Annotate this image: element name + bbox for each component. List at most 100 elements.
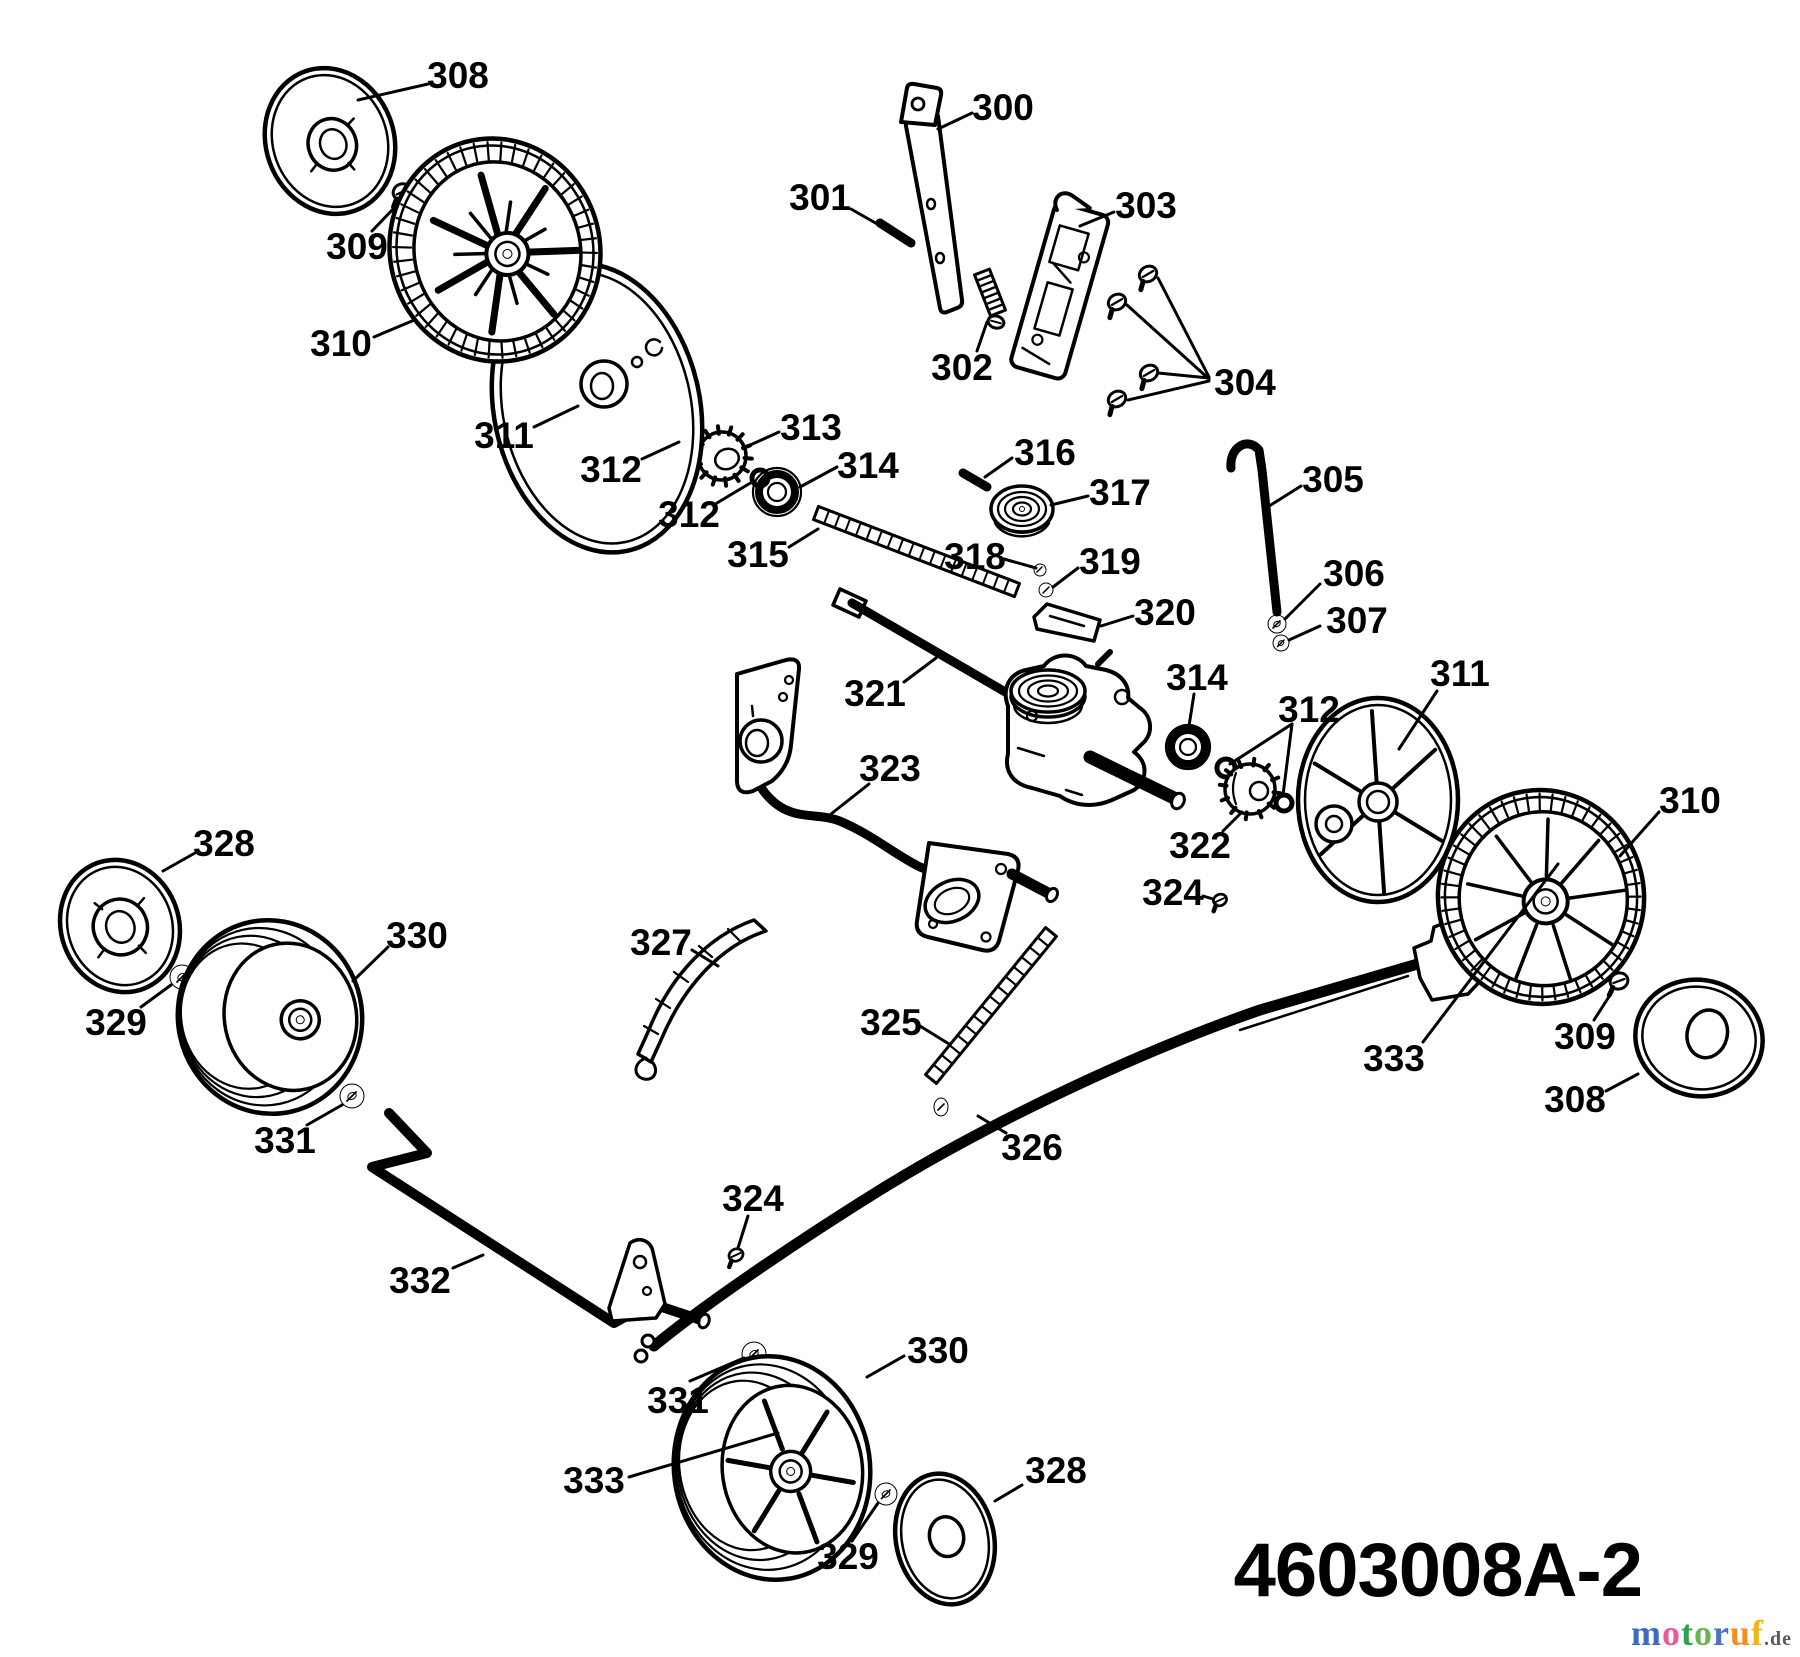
gear-322 [1217,756,1283,822]
rod-stud [933,1097,949,1117]
callout-315: 315 [727,534,789,575]
spoke-disc-311-right [1295,695,1461,905]
leader-line [1126,379,1211,402]
leader-line [1201,894,1215,901]
z-bar-332 [367,1108,711,1330]
callout-318: 318 [944,536,1006,577]
leader-line [850,1501,880,1543]
clip-320 [1032,602,1102,643]
leader-line [975,320,989,353]
callout-329: 329 [85,1002,147,1043]
callout-314: 314 [837,445,899,486]
screw-324-bottom [727,1247,745,1270]
callout-319: 319 [1079,541,1141,582]
ribbed-rod-325 [924,926,1058,1085]
leader-line [746,430,781,448]
nut-306 [1267,614,1287,634]
callout-331: 331 [647,1380,709,1421]
watermark-letter: u [1729,1613,1751,1653]
wheel-330-left [175,917,365,1117]
callout-302: 302 [931,347,993,388]
screw-324-right [1211,892,1228,914]
callout-323: 323 [859,748,921,789]
leader-line [356,82,430,102]
leader-line [1228,722,1294,766]
wheel-310-right [1435,787,1647,1007]
leader-line [1283,582,1322,621]
watermark-letter: o [1693,1613,1713,1653]
watermark-letter: t [1680,1613,1694,1653]
watermark-wordmark: motoruf [1631,1613,1764,1653]
callout-312: 312 [580,449,642,490]
leader-line [1287,624,1322,642]
wheel-310-top-left [387,136,603,364]
leader-line [1099,614,1135,628]
callout-333: 333 [563,1460,625,1501]
leader-line [976,1114,1008,1135]
leader-line [1281,722,1294,797]
screw-304-2 [1137,264,1159,293]
leader-line [787,527,820,549]
watermark-letter: r [1712,1613,1730,1653]
leader-line [1078,210,1116,228]
leader-line [1264,484,1303,510]
callout-332: 332 [389,1260,451,1301]
watermark-letter: m [1630,1613,1662,1653]
callout-304: 304 [1214,362,1276,403]
callout-322: 322 [1169,825,1231,866]
leader-line [936,111,974,131]
callout-330: 330 [907,1330,969,1371]
leader-line [1421,862,1560,1044]
callout-333: 333 [1363,1038,1425,1079]
bearing-314-right [1164,723,1212,771]
leader-line [1051,566,1080,589]
callout-328: 328 [193,823,255,864]
leader-line [372,319,414,339]
leader-line [798,465,839,489]
leader-line [1618,810,1661,858]
axle-assembly-323 [735,657,1060,953]
callout-308: 308 [427,55,489,96]
leader-line [305,1103,344,1127]
leader-line [351,945,390,983]
leader-line [1604,1072,1640,1093]
callout-301: 301 [789,177,851,218]
hook-rod-305 [1226,439,1282,617]
drive-rod-326 [633,858,1543,1364]
watermark-letter: o [1661,1613,1681,1653]
leader-line [1125,303,1211,381]
leader-line [1221,810,1244,833]
gearbox [1003,649,1186,811]
callout-305: 305 [1302,459,1364,500]
callout-311: 311 [1430,653,1490,694]
pin-301 [875,218,916,248]
ball-319 [1038,582,1054,598]
pin-316 [958,468,992,492]
callout-314: 314 [1166,657,1228,698]
callout-329: 329 [817,1536,879,1577]
callout-309: 309 [1554,1016,1616,1057]
leader-line [1002,557,1038,570]
leader-line [865,1354,906,1379]
callout-303: 303 [1115,185,1177,226]
leader-line [1156,371,1211,380]
callout-311: 311 [474,415,534,456]
screw-304-3 [1138,363,1160,392]
leader-line [370,204,398,233]
callout-327: 327 [630,922,692,963]
leader-line [849,207,881,227]
callout-313: 313 [780,407,842,448]
leader-line [1156,276,1211,379]
callout-324: 324 [1142,872,1204,913]
axle-rod-321 [831,587,1031,709]
ball-318 [1033,563,1047,577]
screw-304-1 [1106,292,1128,321]
watermark-letter: f [1751,1613,1764,1653]
hubcap-308-left [262,65,398,217]
callout-330: 330 [386,915,448,956]
watermark-domain-suffix: .de [1764,1628,1792,1650]
leader-line [690,948,720,968]
leader-line [1187,692,1196,728]
